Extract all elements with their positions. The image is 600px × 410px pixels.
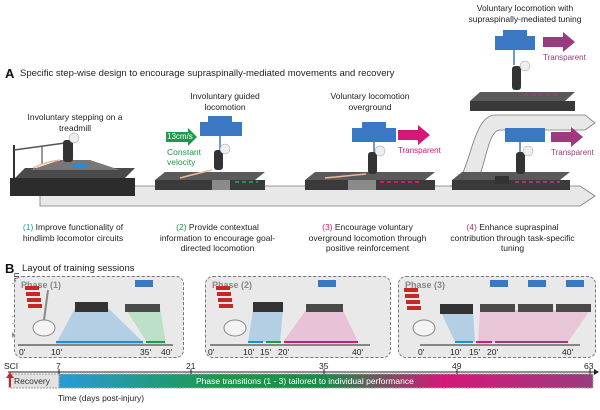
treadmill [10,142,135,196]
panel-b-title: Layout of training sessions [22,263,135,274]
panel-a-illustration [10,30,596,207]
transparent-arrow-icon [398,125,430,145]
step-4-text: Enhance supraspinal contribution through… [450,222,575,253]
phase-2-tick: 15' [260,347,272,357]
timeline-axis-arrowhead [594,369,599,375]
step-2: (2) Provide contextual information to en… [155,222,280,254]
robot-icon [318,280,336,287]
scene-3-caption: Voluntary locomotion overground [330,91,410,112]
transparent-label-4-bottom: Transparent [551,148,594,157]
transparent-arrow-icon [543,32,575,52]
robot-icon [352,122,396,152]
scene-1-caption: Involuntary stepping on a treadmill [27,112,123,133]
timeline-tick: 21 [186,361,196,371]
step-2-text: Provide contextual information to encour… [159,222,276,253]
phase-3-platform-1 [480,304,515,312]
rat-icon [179,143,231,179]
constant-velocity-label: Constant velocity [167,147,202,167]
phase-2-tick: 20' [278,347,290,357]
step-3: (3) Encourage voluntary overground locom… [300,222,435,254]
sci-label: SCI [4,361,19,371]
phase-1-platform [125,304,160,312]
step-1-text: Improve functionality of hindlimb locomo… [22,222,124,243]
phase-3-treadmill [440,304,473,314]
robot-icon [505,128,545,152]
transparent-label-3: Transparent [398,146,441,155]
transparent-label-4-top: Transparent [543,53,586,62]
step-1-number: (1) [22,222,34,232]
phase-transitions-bar [58,373,594,389]
phase-1-guided-wedge [125,308,166,344]
phase-3-tick: 15' [469,347,481,357]
phase-3-tick: 20' [487,347,499,357]
spinal-electrodes-icon [404,288,436,337]
timeline-tick: 63 [584,361,594,371]
phase-graphics [18,280,591,346]
phase-1-tick: 10' [51,347,63,357]
phase-3-tick: 10' [450,347,462,357]
phase-1-treadmill-wedge [56,308,145,344]
phase-2-box: Phase (2) [205,276,391,358]
phase-2-platform [306,304,343,312]
phase-1-tick: 40' [161,347,173,357]
robot-icon [528,280,546,287]
timeline-axis-label: Time (days post-injury) [58,393,145,403]
step-4: (4) Enhance supraspinal contribution thr… [450,222,575,254]
scene-4-caption: Voluntary locomotion with supraspinally-… [468,3,582,24]
phase-1-treadmill [75,302,108,312]
phase-transitions-label: Phase transitions (1 - 3) tailored to in… [196,376,414,386]
rat-icon [516,145,534,174]
spinal-electrodes-icon [216,286,247,337]
speed-arrow-icon [166,128,197,146]
timeline-tick: 49 [452,361,462,371]
phase-1-title: Phase (1) [21,280,62,290]
step-4-number: (4) [466,222,477,232]
panel-b-letter: B [5,261,15,276]
phase-1-tick: 0' [19,347,26,357]
platform-4-bottom [452,172,570,190]
panel-a-title: Specific step-wise design to encourage s… [20,68,395,79]
robot-icon [490,280,508,287]
phase-2-tick: 0' [208,347,215,357]
phase-2-tick: 40' [352,347,364,357]
timeline-tick: 7 [56,361,61,371]
platform-4-top [470,92,575,111]
transparent-arrow-icon [551,127,583,147]
phase-2-title: Phase (2) [212,280,253,290]
rat-icon [324,145,386,179]
platform-2 [155,172,265,190]
step-2-number: (2) [176,222,187,232]
scene-2-caption: Involuntary guided locomotion [190,91,260,112]
step-3-number: (3) [322,222,333,232]
rat-icon [32,132,80,169]
phase-3-box: Phase (3) [398,276,596,358]
step-1: (1) Improve functionality of hindlimb lo… [8,222,138,243]
timeline [6,369,599,389]
phase-3-tick: 0' [418,347,425,357]
phase-3-platform-3 [556,304,591,312]
phase-3-title: Phase (3) [405,280,446,290]
robot-icon [200,116,242,150]
robot-icon [135,280,153,287]
sci-arrow-icon [6,372,14,387]
phase-2-treadmill [253,302,283,312]
step-3-text: Encourage voluntary overground locomotio… [308,222,427,253]
speed-label: 13cm/s [167,132,193,141]
phase-3-platform-2 [518,304,553,312]
phase-3-tick: 40' [562,347,574,357]
rat-icon [512,60,531,90]
spinal-electrodes-icon [25,286,56,337]
robot-icon [566,280,584,287]
platform-3 [305,172,435,190]
phase-2-tick: 10' [243,347,255,357]
panel-a-letter: A [5,66,15,81]
robot-icon [495,30,535,65]
recovery-label: Recovery [14,376,50,386]
timeline-tick: 35 [319,361,329,371]
phase-1-tick: 35' [140,347,152,357]
